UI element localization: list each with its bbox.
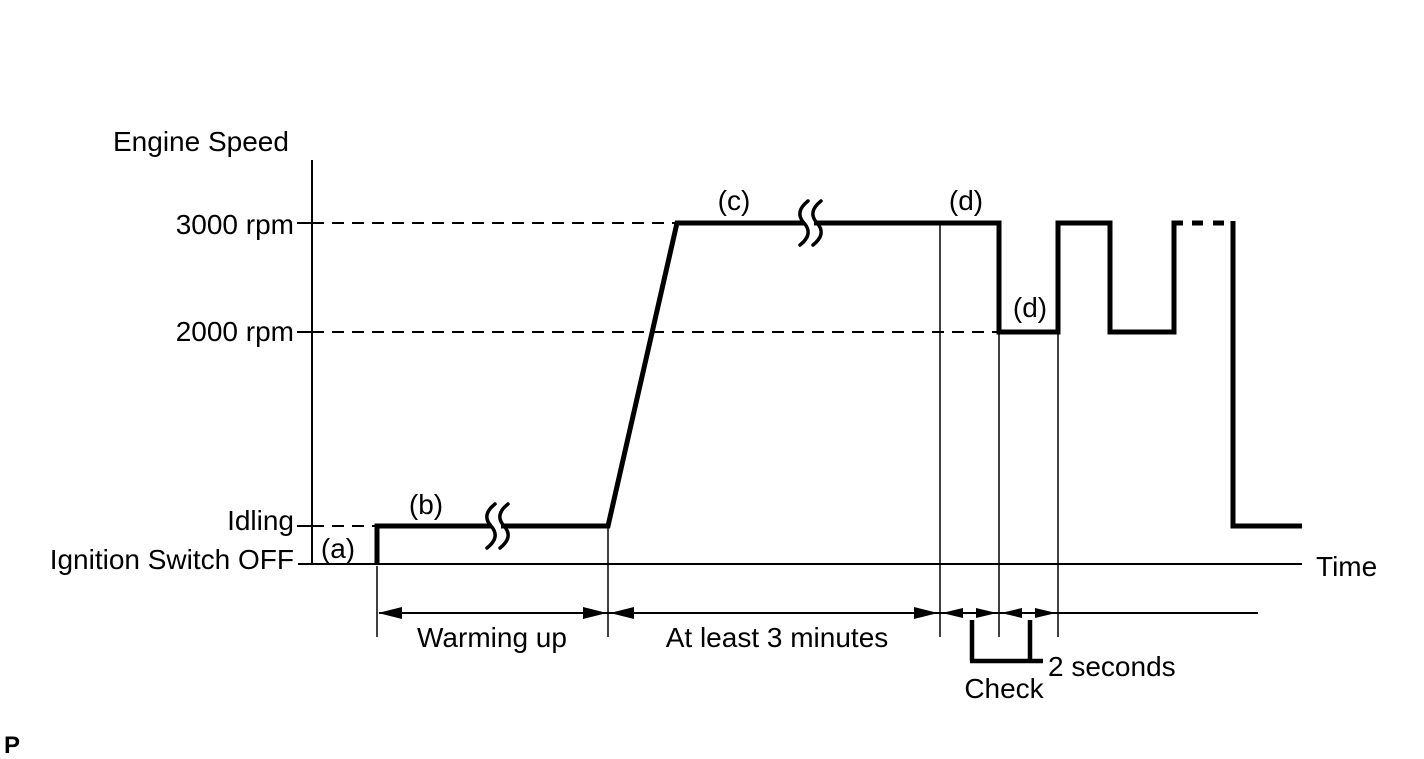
waveform-start-idling <box>374 523 491 564</box>
arrowhead-2sec1-right <box>976 608 997 618</box>
duration-label-3-minutes: At least 3 minutes <box>666 622 889 653</box>
waveform-ramp-to-3000 <box>501 220 804 529</box>
level-label-ignition-off: Ignition Switch OFF <box>50 544 294 575</box>
arrowhead-2sec2-right <box>1035 608 1056 618</box>
break-symbol-3000-2 <box>811 199 823 247</box>
break-symbol-idling-2 <box>498 502 510 550</box>
break-symbol-idling-1 <box>485 502 497 550</box>
phase-label-d-high: (d) <box>949 185 983 216</box>
arrowhead-3min-left <box>610 607 634 619</box>
phase-label-c: (c) <box>718 185 751 216</box>
waveform-return-idling <box>1230 221 1302 529</box>
phase-label-d-low: (d) <box>1013 292 1047 323</box>
duration-label-2-seconds: 2 seconds <box>1048 651 1176 682</box>
check-bracket <box>969 620 1043 664</box>
arrowhead-2sec2-left <box>1001 608 1022 618</box>
arrowhead-2sec1-left <box>942 608 963 618</box>
arrowhead-warmup-left <box>378 607 402 619</box>
phase-label-b: (b) <box>409 489 443 520</box>
x-axis-label-time: Time <box>1316 551 1377 582</box>
waveform-check-cycles <box>814 220 1183 335</box>
page-marker: P <box>4 732 20 759</box>
phase-label-a: (a) <box>321 533 355 564</box>
duration-label-check: Check <box>964 673 1044 704</box>
level-label-2000rpm: 2000 rpm <box>176 316 294 347</box>
y-axis-title: Engine Speed <box>113 126 289 157</box>
arrowhead-warmup-right <box>583 607 607 619</box>
level-label-idling: Idling <box>227 505 294 536</box>
break-symbol-3000-1 <box>798 199 810 247</box>
arrowhead-3min-right <box>914 607 938 619</box>
duration-label-warming-up: Warming up <box>417 622 567 653</box>
level-label-3000rpm: 3000 rpm <box>176 209 294 240</box>
